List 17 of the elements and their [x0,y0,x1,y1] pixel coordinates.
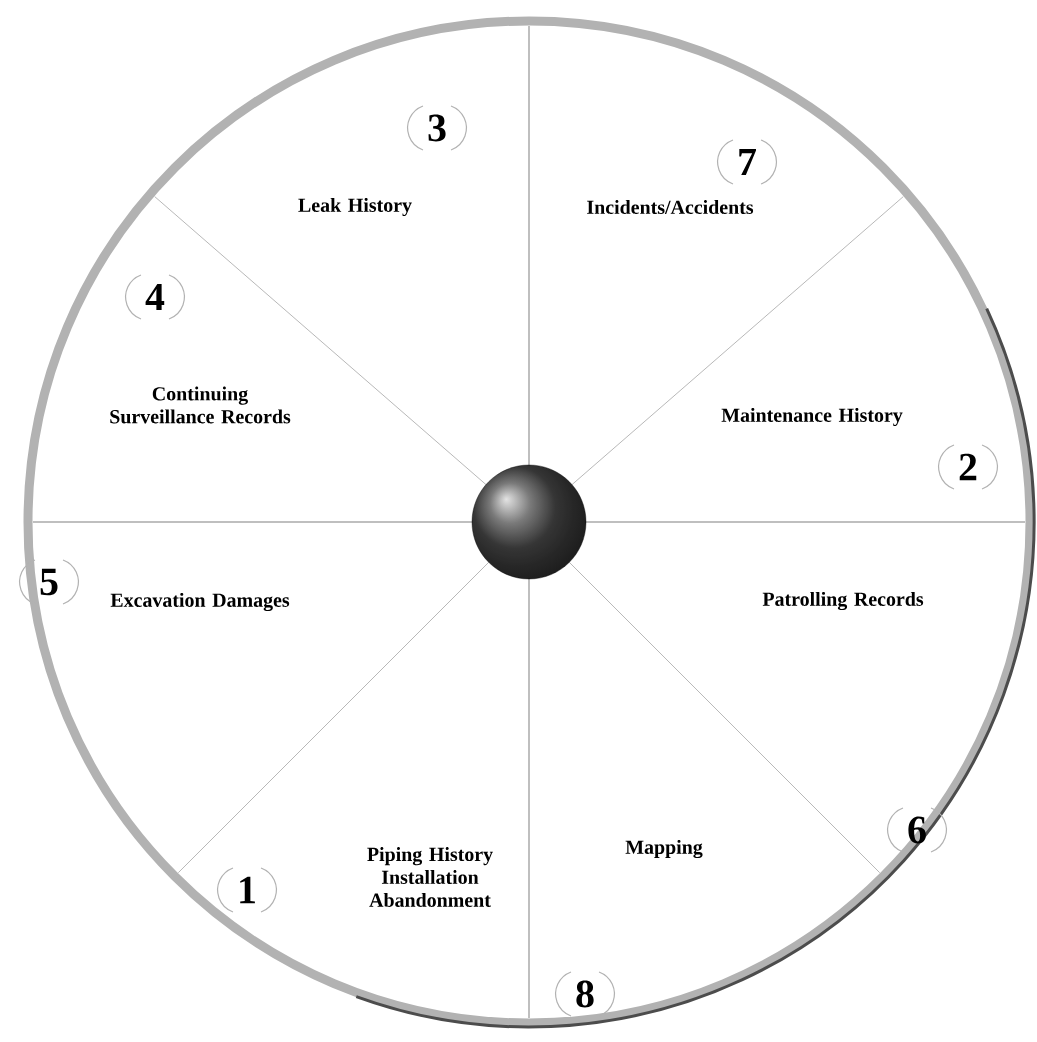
callout-number: 2 [938,444,998,490]
callout-number: 3 [407,105,467,151]
sector-label: Continuing Surveillance Records [110,386,291,424]
callout-number: 4 [125,274,185,320]
sector-label: Patrolling Records [762,591,924,611]
sector-label: Leak History [298,197,412,217]
callout-number: 8 [555,971,615,1017]
callout-number: 6 [887,807,947,853]
sector-label: Excavation Damages [110,592,290,612]
callout-number: 5 [19,559,79,605]
hub-circle [471,464,587,580]
callout-number: 1 [217,867,277,913]
sector-label: Maintenance History [721,407,903,427]
sector-label: Piping History Installation Abandonment [367,847,493,907]
sector-label: Mapping [625,839,703,859]
sector-label: Incidents/Accidents [587,200,754,214]
callout-number: 7 [717,139,777,185]
